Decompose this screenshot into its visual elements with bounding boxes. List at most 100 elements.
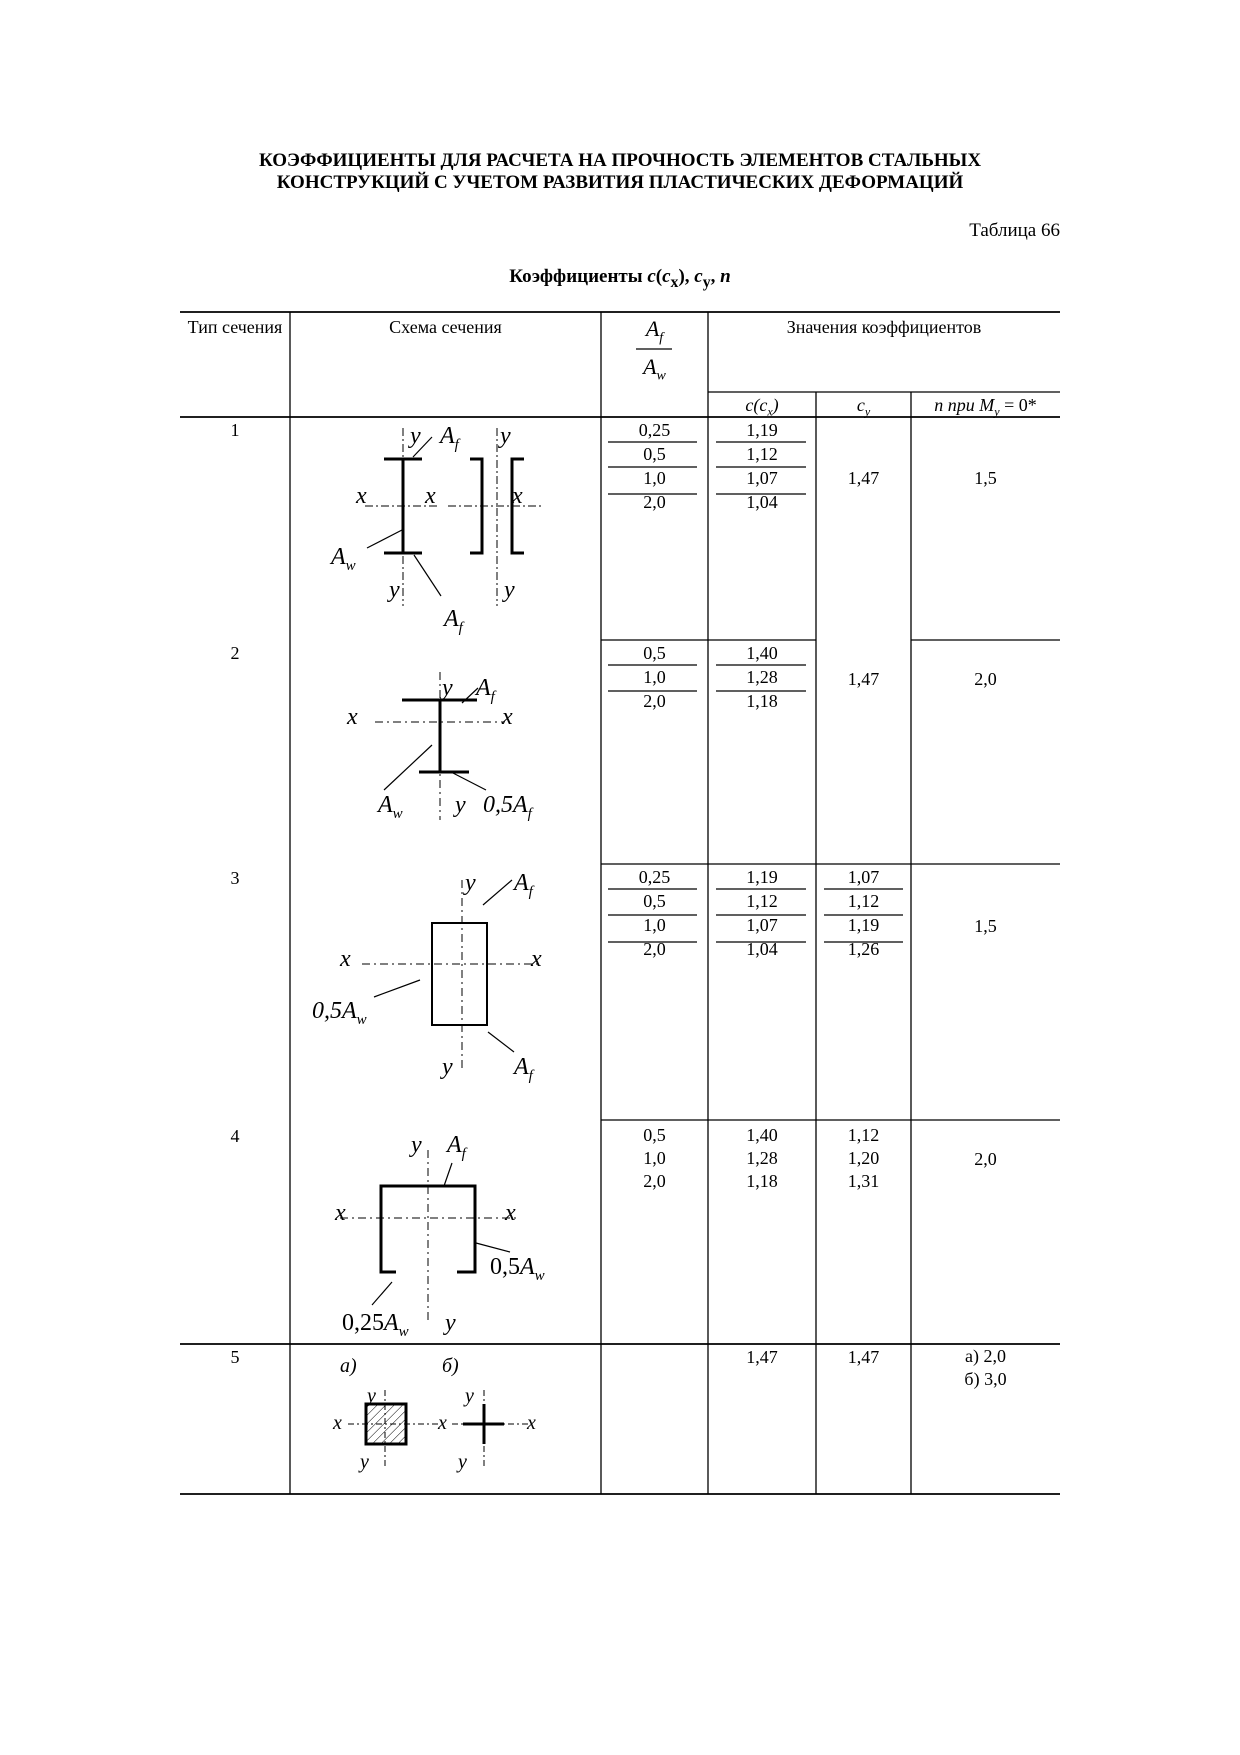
s1-aw-w: w	[346, 558, 356, 574]
s4-quarter-w: w	[399, 1324, 409, 1340]
col-c-sub: x	[767, 404, 773, 419]
s4-af-a: A	[445, 1132, 462, 1158]
col-c-close: )	[772, 395, 779, 415]
row1-type: 1	[230, 420, 240, 440]
title-line-2: КОНСТРУКЦИЙ С УЧЕТОМ РАЗВИТИЯ ПЛАСТИЧЕСК…	[276, 172, 964, 193]
s5-a-y-bot: y	[358, 1451, 369, 1473]
s1-label-y-bot: y	[387, 577, 400, 603]
s5-label-b: б)	[442, 1355, 459, 1377]
s3-half: 0,5	[312, 998, 342, 1024]
s2-label-x-right: x	[501, 704, 513, 730]
row4-c: 1,40 1,28 1,18	[708, 1124, 816, 1193]
title-line-1: КОЭФФИЦИЕНТЫ ДЛЯ РАСЧЕТА НА ПРОЧНОСТЬ ЭЛ…	[258, 150, 982, 171]
s2-label-y-bot: y	[453, 792, 466, 818]
s5-b-y-bot: y	[456, 1451, 467, 1473]
caption-sep: ,	[710, 266, 721, 287]
section-3-diagram: y Af x x 0,5Aw y Af	[312, 870, 542, 1084]
s2-af-a: A	[474, 675, 491, 701]
row1-ratio-0: 0,25	[638, 420, 671, 440]
row1-c-2: 1,07	[746, 468, 778, 488]
row3-ratio-2: 1,0	[643, 915, 666, 935]
row4-c-0: 1,40	[746, 1125, 778, 1145]
s2-aw-w: w	[393, 806, 403, 822]
row4-cy: 1,12 1,20 1,31	[816, 1124, 911, 1193]
table-number: Таблица 66	[969, 220, 1060, 241]
row5-n-b: б) 3,0	[964, 1369, 1007, 1389]
s1-label-y-top-2: y	[498, 423, 511, 449]
caption-paren-close: ),	[678, 266, 695, 287]
row1-c: 1,19 1,12 1,07 1,04	[708, 418, 816, 514]
s5-a-x-left: x	[332, 1412, 342, 1434]
row3-ratio-1: 0,5	[643, 891, 666, 911]
s2-label-aw: Aw	[376, 792, 403, 822]
row5-n-a: а) 2,0	[965, 1346, 1006, 1366]
row3-c-3: 1,04	[746, 939, 778, 959]
row2-cy: 1,47	[847, 669, 880, 689]
section-2-diagram: y Af x x Aw y 0,5Af	[346, 672, 534, 822]
row3-ratio-3: 2,0	[643, 939, 666, 959]
row5-n: а) 2,0 б) 3,0	[911, 1345, 1060, 1391]
s1-label-af-top: Af	[438, 423, 461, 453]
s1-aw-a: A	[329, 544, 346, 570]
s1-label-af-bot: Af	[442, 606, 465, 636]
s3-af2-f: f	[529, 1068, 535, 1084]
col-cy-sub: y	[864, 404, 871, 419]
s2-label-y-top: y	[440, 675, 453, 701]
row3-ratio: 0,25 0,5 1,0 2,0	[601, 865, 708, 961]
s2-half-f: f	[528, 806, 534, 822]
col-cy-text: c	[856, 395, 865, 415]
col-c-text: c(c	[745, 395, 768, 415]
s1-af2-a: A	[442, 606, 459, 632]
row3-n: 1,5	[974, 916, 997, 936]
s4-label-x-left: x	[334, 1200, 346, 1226]
s5-b-x-left: x	[437, 1412, 447, 1434]
s1-label-x-mid: x	[424, 483, 436, 509]
s3-af-f: f	[529, 884, 535, 900]
s3-label-x-left: x	[339, 946, 351, 972]
ratio-num-sub: f	[659, 330, 664, 346]
section-5-diagram: а) б) y x y y x x y	[332, 1355, 536, 1473]
row4-ratio-0: 0,5	[643, 1125, 666, 1145]
s4-half: 0,5	[490, 1254, 520, 1280]
s1-label-x-right: x	[511, 483, 523, 509]
col-n-sub: y	[994, 404, 1000, 419]
header-col-c: c(cx)	[708, 394, 816, 423]
row2-n: 2,0	[974, 669, 997, 689]
s4-label-x-right: x	[504, 1200, 516, 1226]
s4-af-f: f	[462, 1146, 468, 1162]
row2-c: 1,40 1,28 1,18	[708, 641, 816, 713]
caption-cy-sub: y	[702, 273, 711, 291]
row3-cy: 1,07 1,12 1,19 1,26	[816, 865, 911, 961]
s4-half-w: w	[535, 1268, 545, 1284]
ratio-den-a: A	[643, 354, 657, 379]
header-scheme: Схема сечения	[389, 317, 502, 337]
s2-aw-a: A	[376, 792, 393, 818]
row3-c-2: 1,07	[746, 915, 778, 935]
header-col-n: n при My = 0*	[911, 394, 1060, 423]
row2-c-0: 1,40	[746, 643, 778, 663]
s3-label-half-aw: 0,5Aw	[312, 998, 367, 1028]
s3-label-y-top: y	[463, 870, 476, 896]
row1-c-0: 1,19	[746, 420, 778, 440]
s3-af-a: A	[512, 870, 529, 896]
row2-ratio-2: 2,0	[643, 691, 666, 711]
row4-c-2: 1,18	[746, 1171, 778, 1191]
row2-c-1: 1,28	[746, 667, 778, 687]
header-ratio-den: Aw	[601, 356, 708, 387]
s3-label-x-right: x	[530, 946, 542, 972]
row4-ratio: 0,5 1,0 2,0	[601, 1124, 708, 1193]
s4-label-quarter-aw: 0,25Aw	[342, 1310, 409, 1340]
ratio-den-sub: w	[656, 368, 666, 384]
s3-half-a: A	[340, 998, 357, 1024]
s5-label-a: а)	[340, 1355, 357, 1377]
section-4-diagram: y Af x x 0,5Aw 0,25Aw y	[334, 1132, 545, 1340]
row1-ratio-1: 0,5	[643, 444, 666, 464]
table-caption: Коэффициенты c(cx), cy, n	[0, 266, 1240, 292]
row4-ratio-2: 2,0	[643, 1171, 666, 1191]
ratio-num-a: A	[645, 316, 660, 341]
s4-label-y-top: y	[409, 1132, 422, 1158]
s1-af2-f: f	[459, 620, 465, 636]
row3-c: 1,19 1,12 1,07 1,04	[708, 865, 816, 961]
s4-label-half-aw: 0,5Aw	[490, 1254, 545, 1284]
header-type: Тип сечения	[187, 317, 283, 337]
